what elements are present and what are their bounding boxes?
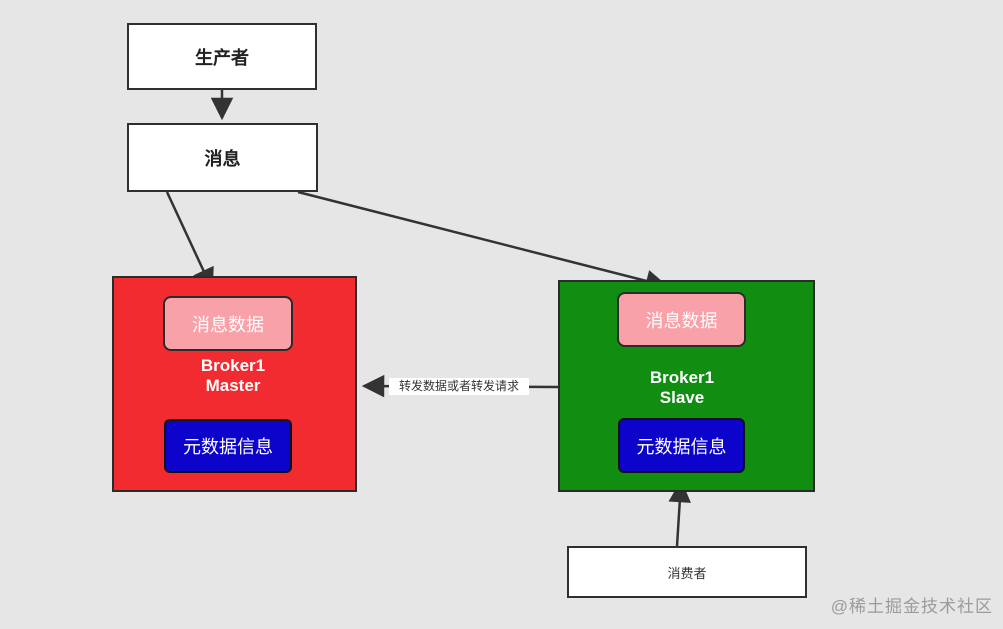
master-metadata-label: 元数据信息 [183,437,273,457]
producer-label: 生产者 [195,47,249,68]
message-label: 消息 [204,148,241,169]
broker-slave-title-line1: Broker1 [649,368,715,387]
slave-message-data-node: 消息数据 [617,292,746,347]
watermark-text: @稀土掘金技术社区 [830,597,993,616]
slave-metadata-node: 元数据信息 [618,418,745,473]
consumer-label: 消费者 [667,565,707,581]
broker-master-title-line2: Master [205,376,261,395]
forward-edge-label: 转发数据或者转发请求 [389,378,529,395]
master-message-data-node: 消息数据 [163,296,293,351]
edge-message-to-slave [297,190,669,292]
slave-message-data-label: 消息数据 [645,310,718,331]
edge-message-to-master [165,191,214,292]
broker-master-title: Broker1 Master [153,356,313,396]
producer-node: 生产者 [127,23,317,90]
master-metadata-node: 元数据信息 [164,419,292,473]
message-node: 消息 [127,123,318,192]
consumer-node: 消费者 [567,546,807,598]
slave-metadata-label: 元数据信息 [636,436,727,457]
broker-slave-title-line2: Slave [659,388,705,407]
broker-slave-title: Broker1 Slave [602,368,762,408]
broker-master-title-line1: Broker1 [200,356,266,375]
master-message-data-label: 消息数据 [192,314,264,335]
